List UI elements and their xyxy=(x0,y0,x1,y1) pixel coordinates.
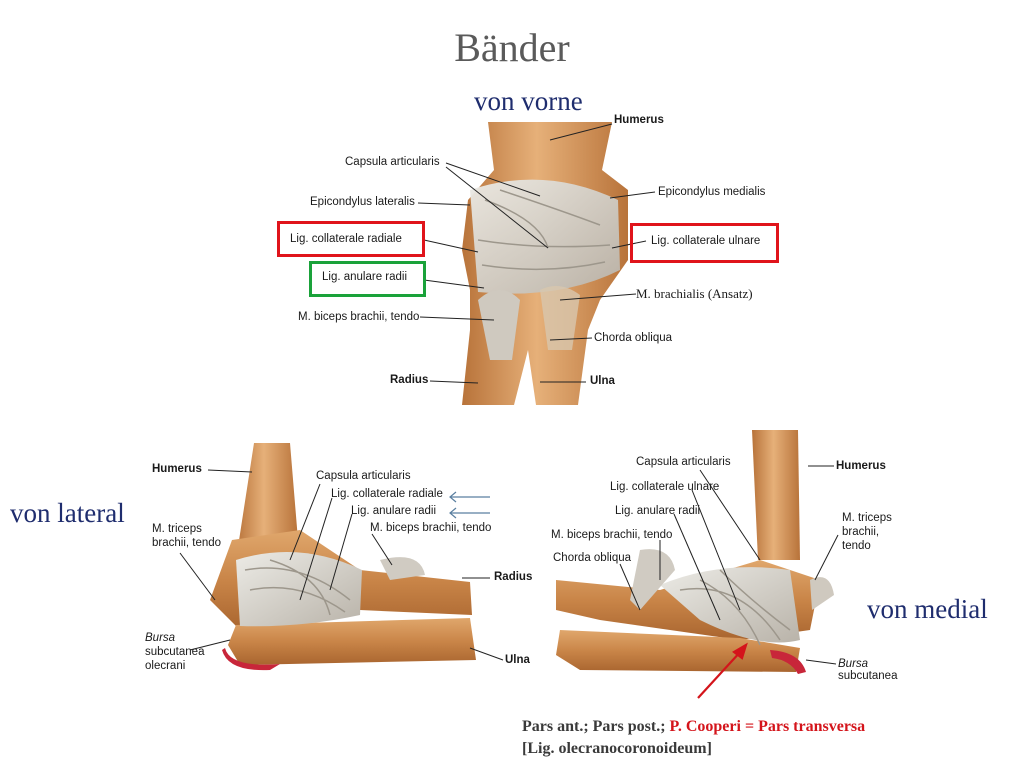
caption-line-1: Pars ant.; Pars post.; P. Cooperi = Pars… xyxy=(522,716,865,738)
label-lig-collaterale-ulnare: Lig. collaterale ulnare xyxy=(651,235,761,247)
label-triceps-medial-2: brachii, xyxy=(842,526,880,538)
view-label-medial: von medial xyxy=(867,594,988,624)
label-triceps-lateral-1: M. triceps xyxy=(152,523,202,535)
label-bursa-lateral-3: olecrani xyxy=(145,660,186,672)
label-ulna-lateral: Ulna xyxy=(505,654,530,666)
label-lig-anulare-lateral: Lig. anulare radii xyxy=(351,505,437,517)
label-capsula-front: Capsula articularis xyxy=(345,156,440,168)
highlight-box-lig-collaterale-ulnare xyxy=(630,223,779,263)
label-capsula-lateral: Capsula articularis xyxy=(316,470,411,482)
label-m-brachialis: M. brachialis (Ansatz) xyxy=(636,286,753,301)
page-title: Bänder xyxy=(454,25,570,70)
label-triceps-medial-3: tendo xyxy=(842,540,871,552)
label-bursa-lateral-2: subcutanea xyxy=(145,646,205,658)
caption-line-2: [Lig. olecranocoronoideum] xyxy=(522,740,712,757)
label-bursa-medial-2: subcutanea xyxy=(838,670,898,682)
label-epicondylus-medialis: Epicondylus medialis xyxy=(658,186,766,198)
view-label-front: von vorne xyxy=(474,86,583,116)
label-chorda-front: Chorda obliqua xyxy=(594,332,673,344)
label-bursa-lateral-1: Bursa xyxy=(145,632,176,644)
lateral-view-drawing xyxy=(179,443,504,671)
label-triceps-lateral-2: brachii, tendo xyxy=(152,537,222,549)
label-capsula-medial: Capsula articularis xyxy=(636,456,731,468)
highlight-box-lig-anulare-radii xyxy=(309,261,426,297)
label-triceps-medial-1: M. triceps xyxy=(842,512,892,524)
label-humerus-lateral: Humerus xyxy=(152,463,202,475)
label-chorda-medial: Chorda obliqua xyxy=(553,552,632,564)
medial-view-drawing xyxy=(556,430,839,674)
label-radius-front: Radius xyxy=(390,374,429,386)
label-radius-lateral: Radius xyxy=(494,571,533,583)
label-ulna-front: Ulna xyxy=(590,375,615,387)
caption-parts: Pars ant.; Pars post.; xyxy=(522,718,670,735)
label-epicondylus-lateralis: Epicondylus lateralis xyxy=(310,196,415,208)
label-lig-collaterale-ulnare-medial: Lig. collaterale ulnare xyxy=(610,481,720,493)
label-biceps-lateral: M. biceps brachii, tendo xyxy=(370,522,492,534)
red-arrow xyxy=(697,642,748,699)
label-lig-collaterale-radiale: Lig. collaterale radiale xyxy=(290,233,402,245)
label-bursa-medial-1: Bursa xyxy=(838,658,869,670)
label-lig-collaterale-radiale-lateral: Lig. collaterale radiale xyxy=(331,488,443,500)
highlight-box-lig-collaterale-radiale xyxy=(277,221,425,257)
label-biceps-front: M. biceps brachii, tendo xyxy=(298,311,420,323)
caption-note: Pars ant.; Pars post.; P. Cooperi = Pars… xyxy=(522,716,865,760)
caption-p-cooperi: P. Cooperi = Pars transversa xyxy=(669,718,866,735)
label-humerus-medial: Humerus xyxy=(836,460,886,472)
label-biceps-medial: M. biceps brachii, tendo xyxy=(551,529,673,541)
view-label-lateral: von lateral xyxy=(10,498,125,528)
label-lig-anulare-medial: Lig. anulare radii xyxy=(615,505,701,517)
label-lig-anulare-radii-front: Lig. anulare radii xyxy=(322,271,408,283)
label-humerus-front: Humerus xyxy=(614,114,664,126)
front-view-drawing xyxy=(417,122,656,405)
